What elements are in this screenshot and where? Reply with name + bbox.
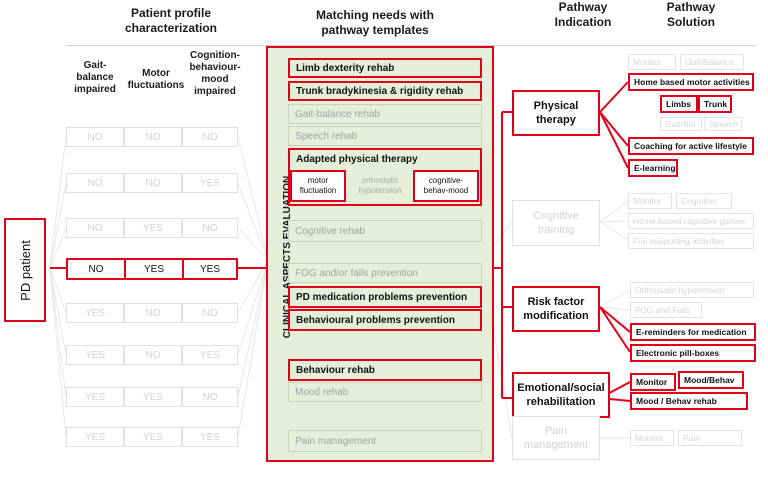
template-cognitive-behav-mood: cognitive- behav-mood: [413, 170, 479, 202]
column-gait-balance: Gait- balance impaired: [74, 60, 116, 95]
template-gait-balance: Gait-balance rehab: [288, 104, 482, 124]
solution-speech: Speech: [704, 117, 742, 131]
solution-monitor: Monitor: [628, 193, 672, 209]
profile-cell: YES: [182, 345, 238, 365]
indication-physical-therapy: Physical therapy: [512, 90, 600, 136]
profile-cell: NO: [182, 127, 238, 147]
profile-cell-selected: YES: [182, 258, 238, 280]
solution-mood-behav-rehab: Mood / Behav rehab: [630, 392, 748, 410]
template-speech: Speech rehab: [288, 126, 482, 146]
profile-cell: NO: [124, 303, 182, 323]
template-motor-fluctuation: motor fluctuation: [290, 170, 346, 202]
indication-emotional-social: Emotional/social rehabilitation: [512, 372, 610, 418]
template-pd-medication: PD medication problems prevention: [288, 286, 482, 308]
profile-cell: YES: [124, 218, 182, 238]
solution-monitor: Monitor: [630, 430, 674, 446]
template-fog-falls: FOG and/or falls prevention: [288, 263, 482, 283]
profile-cell: NO: [182, 387, 238, 407]
solution-e-learning: E-learning: [628, 159, 678, 177]
solution-home-cognitive-games: Home based cognitive games: [628, 213, 754, 229]
profile-cell: NO: [66, 127, 124, 147]
solution-monitor: Monitor: [628, 54, 676, 70]
solution-cognition: Cognition: [676, 193, 732, 209]
profile-cell: YES: [124, 427, 182, 447]
solution-gait-bal: Gait/Bal: [660, 117, 702, 131]
template-behaviour-rehab: Behaviour rehab: [288, 359, 482, 381]
template-pain-management: Pain management: [288, 430, 482, 452]
solution-coaching: Coaching for active lifestyle: [628, 137, 754, 155]
solution-orthostatic: Orthostatic hypotension: [630, 282, 754, 298]
solution-gait-balance: Gait/Balance: [680, 54, 744, 70]
template-behavioural-prevention: Behavioural problems prevention: [288, 309, 482, 331]
pd-patient-label: PD patient: [17, 239, 33, 301]
profile-cell: YES: [66, 345, 124, 365]
header-pathway-indication: Pathway Indication: [554, 0, 612, 29]
indication-pain-management: Pain management: [512, 416, 600, 460]
profile-cell: NO: [66, 218, 124, 238]
profile-cell: NO: [124, 345, 182, 365]
profile-cell: YES: [66, 387, 124, 407]
template-adapted-label: Adapted physical therapy: [296, 154, 418, 165]
solution-fog-falls: FOG and Falls: [630, 302, 702, 318]
solution-limbs: Limbs: [660, 95, 698, 113]
solution-monitor-mood: Monitor: [630, 373, 676, 391]
indication-risk-factor: Risk factor modification: [512, 286, 600, 332]
profile-cell-selected: NO: [66, 258, 126, 280]
template-cognitive-rehab: Cognitive rehab: [288, 220, 482, 242]
solution-home-motor-activities: Home based motor activities: [628, 73, 754, 91]
profile-cell: YES: [124, 387, 182, 407]
header-patient-profile: Patient profile characterization: [124, 6, 218, 35]
header-divider: [66, 45, 756, 46]
profile-cell: NO: [124, 173, 182, 193]
template-trunk-bradykinesia: Trunk bradykinesia & rigidity rehab: [288, 81, 482, 101]
solution-e-reminders: E-reminders for medication: [630, 323, 756, 341]
profile-cell: NO: [66, 173, 124, 193]
profile-cell: NO: [182, 303, 238, 323]
profile-cell: YES: [182, 173, 238, 193]
profile-cell: YES: [66, 427, 124, 447]
solution-pill-boxes: Electronic pill-boxes: [630, 344, 756, 362]
header-pathway-solution: Pathway Solution: [666, 0, 716, 29]
column-cognition-behaviour-mood: Cognition- behaviour- mood impaired: [189, 50, 241, 97]
profile-cell: YES: [66, 303, 124, 323]
profile-cell: YES: [182, 427, 238, 447]
template-limb-dexterity: Limb dexterity rehab: [288, 58, 482, 78]
profile-cell-selected: YES: [124, 258, 184, 280]
solution-trunk: Trunk: [698, 95, 732, 113]
pd-patient-box: PD patient: [4, 218, 46, 322]
faint-connectors: [49, 136, 631, 439]
indication-cognitive-training: Cognitive training: [512, 200, 600, 246]
profile-cell: NO: [182, 218, 238, 238]
solution-mood-behav: Mood/Behav: [678, 371, 744, 389]
solution-pain: Pain: [678, 430, 742, 446]
solution-fun-activities: Fun supporting activities: [628, 233, 754, 249]
header-matching-needs: Matching needs with pathway templates: [315, 8, 434, 37]
template-orthostatic-hypotension: orthostatic hypotension: [358, 176, 402, 195]
column-motor-fluctuations: Motor fluctuations: [127, 68, 185, 91]
template-mood-rehab: Mood rehab: [288, 382, 482, 402]
profile-cell: NO: [124, 127, 182, 147]
